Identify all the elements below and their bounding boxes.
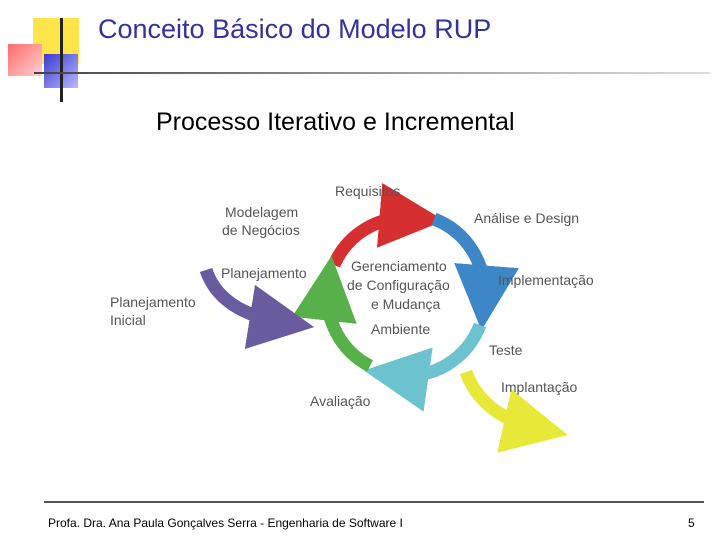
label-gerenciamento-line3: e Mudança	[371, 296, 440, 312]
label-gerenciamento-line2: de Configuração	[347, 277, 450, 293]
footer-divider	[44, 501, 704, 503]
label-planejamento: Planejamento	[221, 265, 307, 281]
label-avaliacao: Avaliação	[310, 393, 371, 409]
label-ambiente: Ambiente	[371, 321, 430, 337]
page-number: 5	[688, 516, 695, 530]
label-modelagem-line1: Modelagem	[225, 204, 298, 220]
label-implantacao: Implantação	[501, 379, 577, 395]
label-implementacao: Implementação	[498, 272, 594, 288]
arc-green	[328, 288, 370, 366]
label-teste: Teste	[489, 342, 523, 358]
label-modelagem-line2: de Negócios	[222, 222, 300, 238]
label-requisitos: Requisitos	[335, 183, 400, 199]
label-planejamento-inicial-line1: Planejamento	[110, 294, 196, 310]
label-gerenciamento-line1: Gerenciamento	[351, 258, 447, 274]
footer-text: Profa. Dra. Ana Paula Gonçalves Serra - …	[48, 516, 403, 530]
label-planejamento-inicial-line2: Inicial	[110, 312, 146, 328]
label-analise-design: Análise e Design	[474, 210, 579, 226]
